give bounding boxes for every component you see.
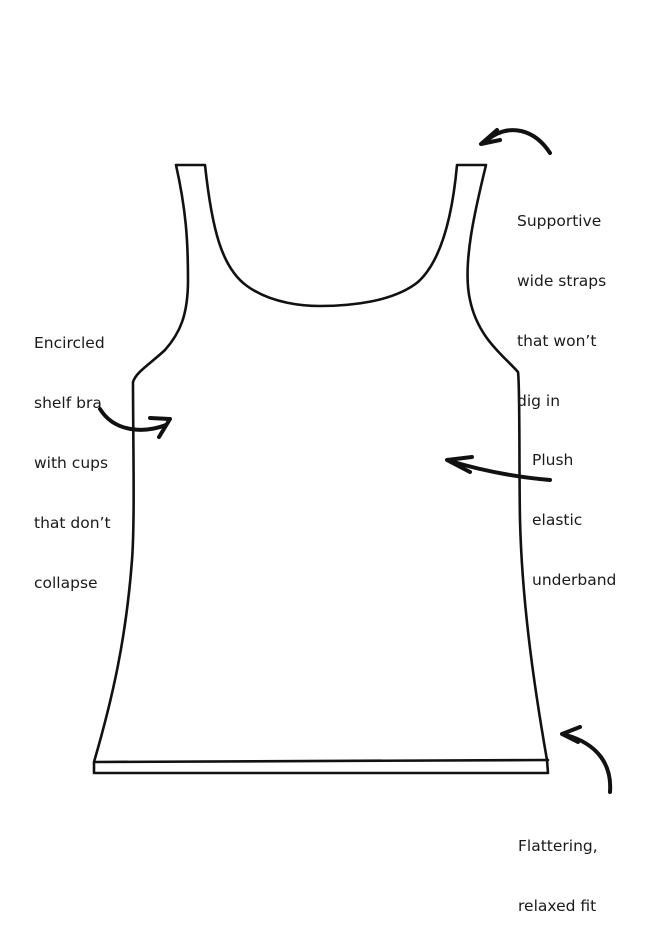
tank-top-outline: [92, 163, 550, 775]
callout-line: underband: [532, 571, 617, 589]
curved-arrow-icon-fit: [560, 725, 613, 794]
callout-line: shelf bra: [34, 394, 102, 412]
curved-arrow-icon-straps: [479, 128, 552, 155]
callout-line: that don’t: [34, 514, 111, 532]
callout-line: relaxed fit: [518, 897, 597, 915]
callout-line: dig in: [517, 392, 561, 410]
callout-line: wide straps: [517, 272, 607, 290]
callout-line: Supportive: [517, 212, 602, 230]
callout-line: elastic: [532, 511, 583, 529]
callout-fit: Flattering, relaxed fit: [518, 796, 598, 936]
callout-line: collapse: [34, 574, 98, 592]
callout-line: Plush: [532, 451, 574, 469]
callout-straps: Supportive wide straps that won’t dig in: [517, 171, 606, 431]
callout-line: Flattering,: [518, 837, 598, 855]
callout-shelf-bra: Encircled shelf bra with cups that don’t…: [34, 293, 111, 613]
callout-line: Encircled: [34, 334, 105, 352]
hem-band-line: [94, 758, 550, 764]
callout-underband: Plush elastic underband: [532, 410, 616, 610]
arrow-icon-underband: [445, 455, 552, 482]
curved-arrow-icon-shelf-bra: [98, 407, 172, 439]
callout-line: that won’t: [517, 332, 597, 350]
callout-line: with cups: [34, 454, 109, 472]
